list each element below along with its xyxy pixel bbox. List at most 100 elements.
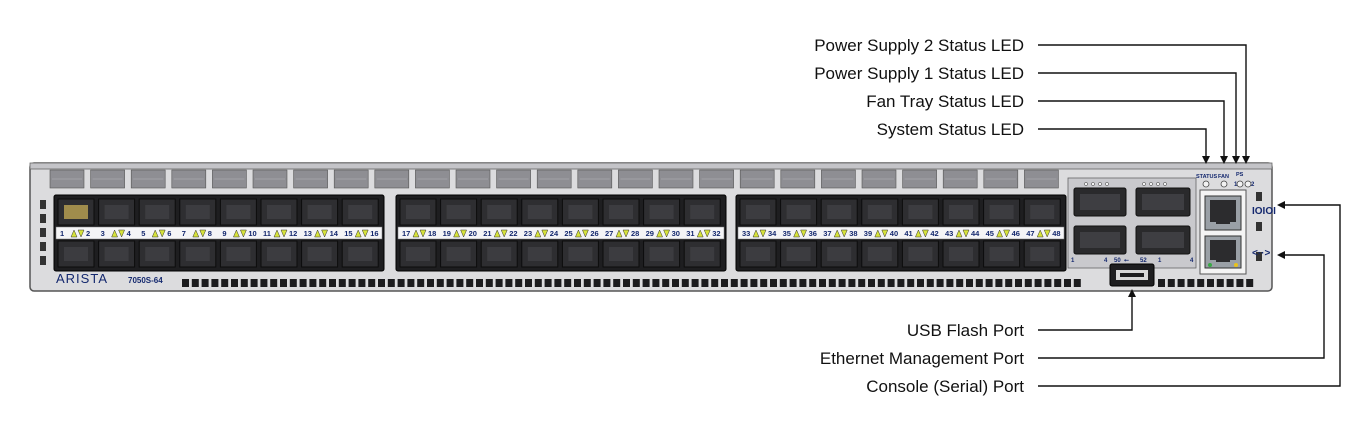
vent-slot xyxy=(534,279,542,287)
vent-slot xyxy=(1073,279,1081,287)
qsfp-led-dots xyxy=(1084,182,1167,186)
port-number-label: 46 xyxy=(1012,229,1020,238)
port-number-label: 44 xyxy=(971,229,980,238)
vent-slot xyxy=(1246,279,1254,287)
port-number-label: 45 xyxy=(986,229,994,238)
vent-slot xyxy=(564,279,572,287)
port-number-label: 32 xyxy=(712,229,720,238)
port-led-up xyxy=(752,229,760,238)
sfp-port-inner xyxy=(867,205,892,219)
fan-led-label: FAN xyxy=(1218,174,1229,180)
port-led-down xyxy=(922,229,929,238)
port-number-label: 41 xyxy=(904,229,912,238)
port-led-up xyxy=(314,229,321,238)
qsfp-lane-led xyxy=(1098,182,1102,186)
port-led-down xyxy=(663,229,670,238)
qsfp-lane-led xyxy=(1142,182,1146,186)
port-number-label: 18 xyxy=(428,229,436,238)
usb-flash-port[interactable] xyxy=(1109,263,1155,287)
arrowhead-usb xyxy=(1128,289,1136,297)
sfp-port-inner xyxy=(145,247,170,261)
power-supply-2-led xyxy=(1244,180,1252,188)
qsfp-lane-label-right: 4 xyxy=(1104,258,1108,264)
sfp-port-inner xyxy=(307,247,332,261)
port-number-label: 35 xyxy=(783,229,791,238)
vent-slot xyxy=(240,279,248,287)
sfp-port-inner xyxy=(746,247,770,261)
sfp-port-inner xyxy=(827,247,852,261)
usb-icon: ⭠ xyxy=(1124,258,1129,264)
vent-slot xyxy=(505,279,513,287)
vent-slot xyxy=(730,279,738,287)
qsfp-lane-label-left-2: 1 xyxy=(1158,258,1162,264)
port-led-down xyxy=(582,229,589,238)
ps1-led-label: 1 xyxy=(1234,182,1238,188)
port-number-label: 6 xyxy=(167,229,171,238)
vent-slot xyxy=(936,279,944,287)
vent-slot xyxy=(221,279,229,287)
vent-slot xyxy=(740,279,748,287)
vent-slot xyxy=(828,279,836,287)
sfp-port-inner xyxy=(786,205,811,219)
port-number-label: 48 xyxy=(1052,229,1060,238)
qsfp-lane-label-right-2: 4 xyxy=(1190,258,1194,264)
vent-slot xyxy=(1054,279,1062,287)
port-number-label: 19 xyxy=(443,229,451,238)
vent-slot xyxy=(926,279,934,287)
port-number-label: 27 xyxy=(605,229,613,238)
sfp-port-inner xyxy=(348,247,373,261)
callout-ps2: Power Supply 2 Status LED xyxy=(814,36,1024,55)
leader-ps1 xyxy=(1038,72,1237,157)
vent-slot xyxy=(652,279,660,287)
port-number-label: 4 xyxy=(127,229,132,238)
power-supply-1-led xyxy=(1236,180,1244,188)
sfp-port-inner xyxy=(746,205,770,219)
vent-slot xyxy=(485,279,493,287)
sfp-port-inner xyxy=(989,205,1014,219)
sfp-port-inner xyxy=(786,247,811,261)
vent-slot xyxy=(554,279,562,287)
model-label: 7050S-64 xyxy=(128,276,163,285)
vent-slot xyxy=(1226,279,1234,287)
vent-slot xyxy=(299,279,307,287)
vent-slot xyxy=(946,279,954,287)
vent-slot xyxy=(1015,279,1022,287)
port-label-strip xyxy=(55,226,383,240)
sfp-port-inner xyxy=(867,247,892,261)
vent-slot xyxy=(691,279,699,287)
vent-slot xyxy=(623,279,630,287)
sfp-port-inner xyxy=(568,205,593,219)
sfp-port-inner xyxy=(64,247,88,261)
port-led-up xyxy=(833,229,841,238)
callout-ps1: Power Supply 1 Status LED xyxy=(814,64,1024,83)
vent-slot xyxy=(1034,279,1042,287)
leader-ethernet xyxy=(1038,254,1325,359)
port-number-label: 29 xyxy=(646,229,654,238)
side-vent-slot xyxy=(1256,222,1262,231)
vent-slot xyxy=(544,279,552,287)
arrowhead-ps2 xyxy=(1242,156,1250,164)
sfp-port-inner xyxy=(406,205,430,219)
port-led-up xyxy=(151,229,159,238)
sfp-port-inner xyxy=(949,205,973,219)
side-vent-slot xyxy=(40,256,46,265)
port-number-label: 26 xyxy=(590,229,598,238)
vent-slot xyxy=(574,279,581,287)
sfp-port-inner xyxy=(1030,205,1055,219)
sfp-port-inner xyxy=(690,247,715,261)
vent-slot xyxy=(887,279,895,287)
side-vent-slot xyxy=(40,200,46,209)
qsfp-lane-led xyxy=(1149,182,1153,186)
port-led-down xyxy=(118,229,125,238)
vent-slot xyxy=(1207,279,1214,287)
port-led-down xyxy=(881,229,889,238)
arrowhead-fan xyxy=(1220,156,1228,164)
vent-slot xyxy=(838,279,846,287)
port-led-down xyxy=(962,229,970,238)
sfp-port-inner xyxy=(649,205,674,219)
port-led-up xyxy=(615,229,623,238)
vent-slot xyxy=(985,279,993,287)
status-led-cluster: STATUS FAN PS 1 2 xyxy=(1196,172,1255,188)
